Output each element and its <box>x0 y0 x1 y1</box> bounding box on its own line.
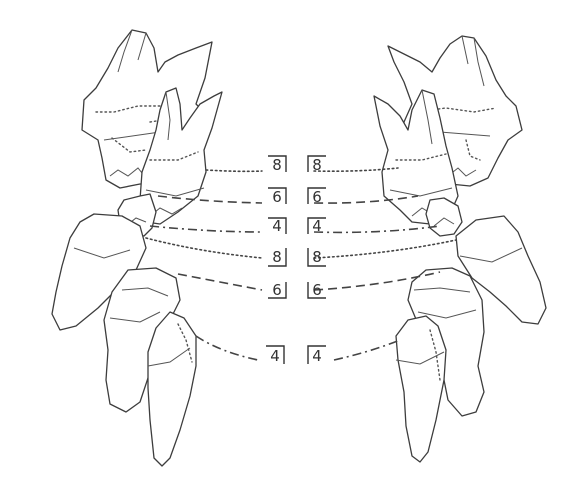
label-upper-right-6: 6 <box>311 190 323 205</box>
right-lower-tooth-4 <box>396 316 446 462</box>
label-upper-right-4: 4 <box>311 219 323 234</box>
label-lower-right-8: 8 <box>311 250 323 265</box>
label-lower-left-8: 8 <box>271 250 283 265</box>
label-upper-left-6: 6 <box>271 190 283 205</box>
label-upper-left-4: 4 <box>271 219 283 234</box>
label-lower-left-4: 4 <box>269 349 281 364</box>
label-lower-right-6: 6 <box>311 283 323 298</box>
left-upper-teeth <box>82 30 222 236</box>
left-lower-teeth <box>52 214 196 466</box>
label-lower-right-4: 4 <box>311 349 323 364</box>
label-lower-left-6: 6 <box>271 283 283 298</box>
right-lower-teeth <box>396 216 546 462</box>
right-upper-tooth-4 <box>426 198 462 236</box>
label-upper-left-8: 8 <box>271 158 283 173</box>
left-lower-tooth-4 <box>148 312 196 466</box>
label-upper-right-8: 8 <box>311 158 323 173</box>
right-upper-teeth <box>374 36 522 236</box>
